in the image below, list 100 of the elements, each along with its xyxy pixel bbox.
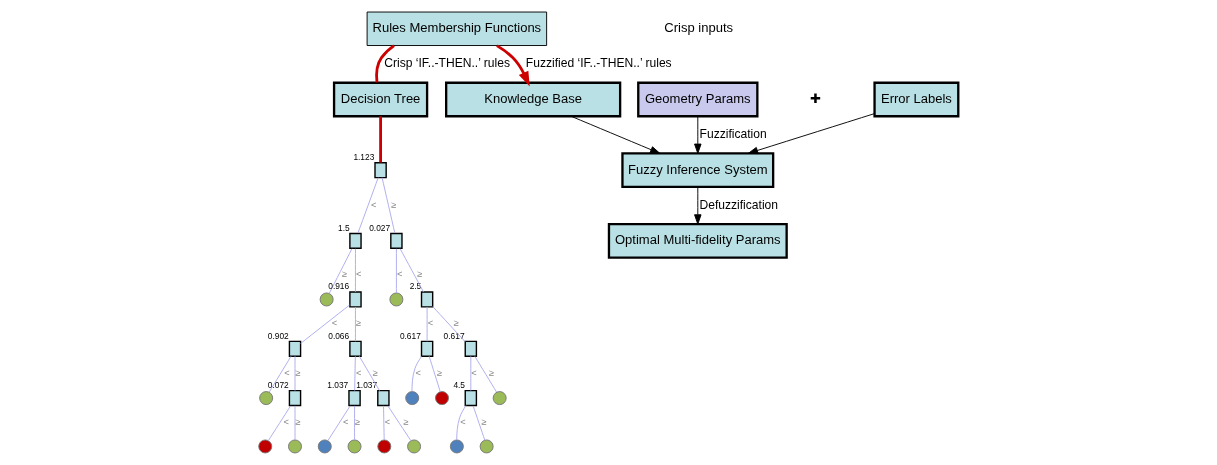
node-circle [317, 439, 332, 454]
connector [358, 355, 380, 392]
node-box [420, 291, 434, 308]
node-circle [389, 292, 404, 307]
edge-label: < [460, 417, 466, 428]
node-label: 1.037 [356, 380, 378, 391]
edge-label: ≥ [295, 367, 301, 378]
edge-label: ≥ [453, 318, 459, 329]
node-box [348, 389, 361, 407]
edge-label: Crisp ‘IF..-THEN..’ rules [384, 56, 510, 71]
node-box [349, 340, 362, 357]
node-box: Decision Tree [332, 81, 429, 118]
connector [327, 405, 351, 442]
connector [294, 355, 296, 392]
edge-label: ≥ [417, 269, 423, 280]
node-circle [405, 391, 420, 406]
node-label: 0.617 [399, 330, 421, 341]
edge-label: < [342, 417, 349, 428]
node-label: 2.5 [409, 281, 422, 292]
connector [375, 44, 395, 83]
connector [381, 177, 396, 234]
edge-label: ≥ [488, 367, 494, 378]
connector [387, 405, 412, 442]
node-box: Error Labels [873, 81, 960, 118]
node-box: Knowledge Base [445, 81, 622, 118]
edge-label: ≥ [341, 269, 347, 280]
node-label: 0.066 [328, 330, 350, 341]
node-box [288, 340, 302, 357]
edge-label: ≥ [481, 417, 487, 428]
edge-label: ≥ [354, 417, 360, 428]
node-circle [449, 439, 464, 454]
node-label: 0.916 [328, 281, 350, 292]
edge-label: < [384, 417, 391, 428]
edge-label: < [471, 367, 477, 378]
node-box: Geometry Params [637, 81, 759, 118]
connector [383, 405, 385, 441]
node-label: 0.617 [443, 330, 465, 341]
node-circle [258, 439, 273, 454]
connector [411, 356, 422, 392]
connector [395, 248, 397, 294]
node-box [420, 340, 434, 357]
node-box [390, 232, 403, 249]
edge-label: < [427, 318, 434, 329]
edge-label: Fuzzified ‘IF..-THEN..’ rules [525, 56, 672, 71]
edge-label: < [396, 269, 403, 280]
connector [355, 306, 356, 342]
connector [267, 405, 292, 442]
node-box: Optimal Multi-fidelity Params [607, 222, 788, 259]
edge-label: < [331, 318, 338, 329]
edge-label: < [370, 199, 377, 210]
node-label: 0.902 [267, 330, 289, 341]
edge-label: Defuzzification [699, 197, 779, 212]
connector [357, 177, 379, 234]
node-circle [479, 439, 494, 454]
connector [379, 116, 382, 163]
node-box: Fuzzy Inference System [621, 152, 775, 189]
edge-label: < [356, 269, 362, 280]
node-box [464, 389, 478, 407]
node-label: 0.072 [267, 380, 289, 391]
node-circle [407, 439, 422, 454]
connector [470, 355, 472, 392]
edge-label: Fuzzification [699, 126, 767, 141]
node-label: 0.027 [369, 222, 391, 233]
edge-label: ≥ [295, 417, 301, 428]
edge-label: ≥ [372, 367, 378, 378]
node-box [349, 232, 362, 249]
node-box: Rules Membership Functions [366, 11, 548, 46]
connector [300, 304, 350, 344]
connector [328, 248, 353, 294]
node-label: 1.5 [338, 222, 350, 233]
arrow [496, 44, 530, 87]
node-box [349, 291, 362, 308]
connector [354, 355, 356, 392]
arrow [694, 186, 702, 225]
connector [474, 355, 498, 393]
connector [456, 405, 467, 441]
edge-label: ≥ [436, 367, 442, 378]
node-circle [377, 439, 392, 454]
node-label: 1.123 [353, 152, 375, 163]
connector [268, 355, 292, 393]
node-box [464, 340, 478, 357]
node-circle [288, 439, 302, 454]
connector [426, 306, 428, 342]
node-circle [435, 391, 449, 406]
connector [428, 355, 441, 393]
edge-label: < [356, 367, 362, 378]
connector [399, 248, 424, 293]
connector [294, 405, 296, 441]
node-circle [492, 391, 507, 406]
node-box [377, 389, 390, 407]
node-label: 1.037 [327, 380, 349, 391]
edge-label: ≥ [355, 318, 361, 329]
edge-label: ≥ [391, 199, 397, 210]
connector [355, 248, 356, 293]
edge-label: ≥ [403, 417, 409, 428]
label: ✚ [810, 90, 822, 106]
node-box [374, 162, 387, 179]
node-circle [259, 391, 274, 406]
node-circle [347, 439, 362, 454]
edge-label: < [284, 367, 290, 378]
